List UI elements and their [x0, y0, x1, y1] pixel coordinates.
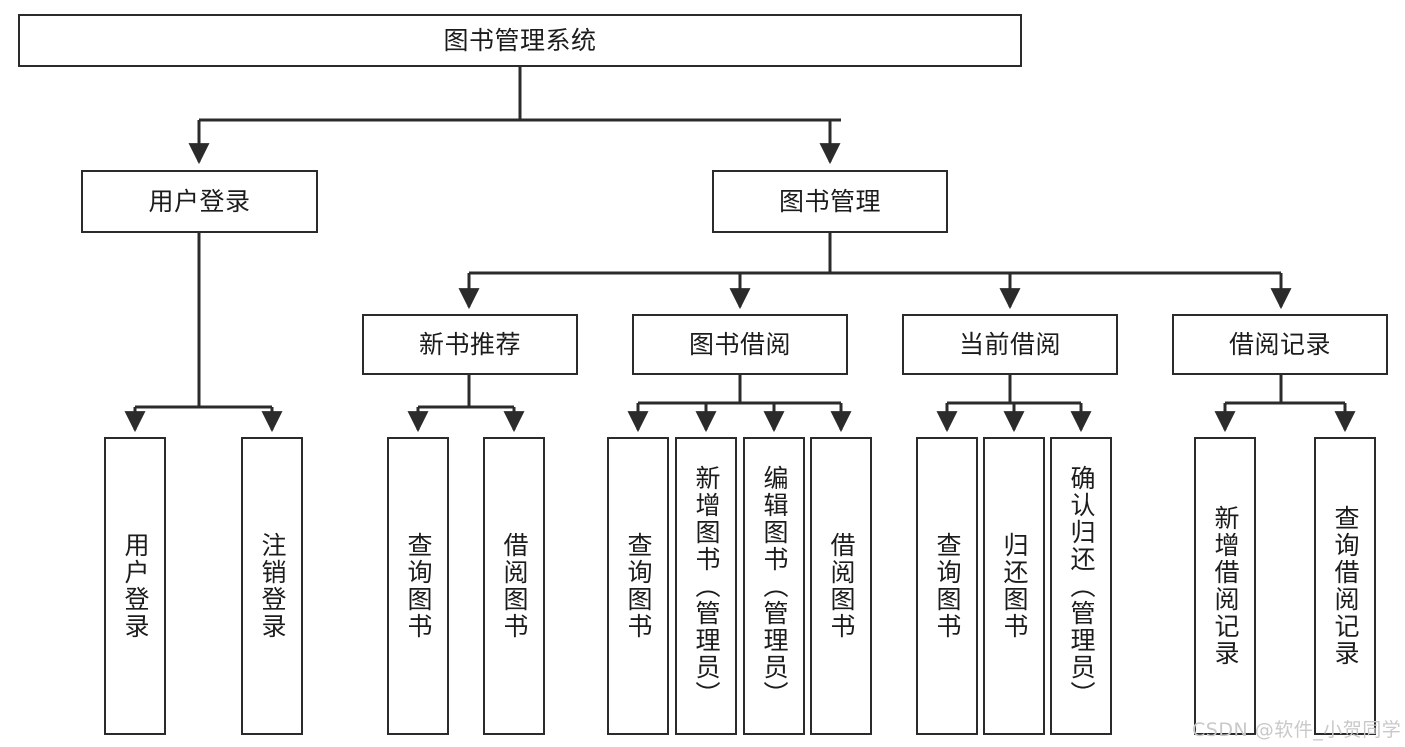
node-leaf-query-book-3[interactable]: 查询图书 — [916, 437, 978, 735]
node-leaf-logout-login[interactable]: 注销登录 — [241, 437, 303, 735]
node-leaf-confirm-return-label: 确认归还（管理员） — [1067, 464, 1096, 708]
node-new-book-recommend[interactable]: 新书推荐 — [362, 314, 578, 375]
node-book-management-label: 图书管理 — [778, 187, 881, 216]
node-root-label: 图书管理系统 — [443, 26, 597, 55]
node-leaf-borrow-book-1[interactable]: 借阅图书 — [483, 437, 545, 735]
node-leaf-logout-login-label: 注销登录 — [258, 532, 287, 640]
node-leaf-edit-book-label: 编辑图书（管理员） — [760, 464, 789, 708]
node-leaf-query-book-1-label: 查询图书 — [404, 532, 433, 640]
node-leaf-query-record[interactable]: 查询借阅记录 — [1314, 437, 1376, 735]
node-leaf-user-login-label: 用户登录 — [121, 532, 150, 640]
node-leaf-return-book-label: 归还图书 — [1000, 532, 1029, 640]
node-root[interactable]: 图书管理系统 — [18, 14, 1022, 67]
node-leaf-edit-book[interactable]: 编辑图书（管理员） — [743, 437, 805, 735]
node-user-login[interactable]: 用户登录 — [81, 170, 318, 233]
node-leaf-return-book[interactable]: 归还图书 — [983, 437, 1045, 735]
node-book-management[interactable]: 图书管理 — [712, 170, 948, 233]
node-leaf-query-book-1[interactable]: 查询图书 — [387, 437, 449, 735]
node-leaf-borrow-book-2[interactable]: 借阅图书 — [810, 437, 872, 735]
node-leaf-query-book-3-label: 查询图书 — [933, 532, 962, 640]
node-borrow-record-label: 借阅记录 — [1228, 330, 1331, 359]
node-leaf-add-book[interactable]: 新增图书（管理员） — [675, 437, 737, 735]
node-current-borrow[interactable]: 当前借阅 — [902, 314, 1118, 375]
node-borrow-record[interactable]: 借阅记录 — [1172, 314, 1388, 375]
node-user-login-label: 用户登录 — [148, 187, 251, 216]
node-leaf-user-login[interactable]: 用户登录 — [104, 437, 166, 735]
node-book-borrow[interactable]: 图书借阅 — [632, 314, 848, 375]
node-leaf-query-record-label: 查询借阅记录 — [1331, 505, 1360, 667]
node-leaf-borrow-book-2-label: 借阅图书 — [827, 532, 856, 640]
node-book-borrow-label: 图书借阅 — [688, 330, 791, 359]
node-current-borrow-label: 当前借阅 — [958, 330, 1061, 359]
node-leaf-add-record-label: 新增借阅记录 — [1211, 505, 1240, 667]
node-new-book-recommend-label: 新书推荐 — [418, 330, 521, 359]
node-leaf-add-record[interactable]: 新增借阅记录 — [1194, 437, 1256, 735]
node-leaf-add-book-label: 新增图书（管理员） — [692, 464, 721, 708]
node-leaf-query-book-2-label: 查询图书 — [624, 532, 653, 640]
node-leaf-confirm-return[interactable]: 确认归还（管理员） — [1050, 437, 1112, 735]
node-leaf-borrow-book-1-label: 借阅图书 — [500, 532, 529, 640]
node-leaf-query-book-2[interactable]: 查询图书 — [607, 437, 669, 735]
